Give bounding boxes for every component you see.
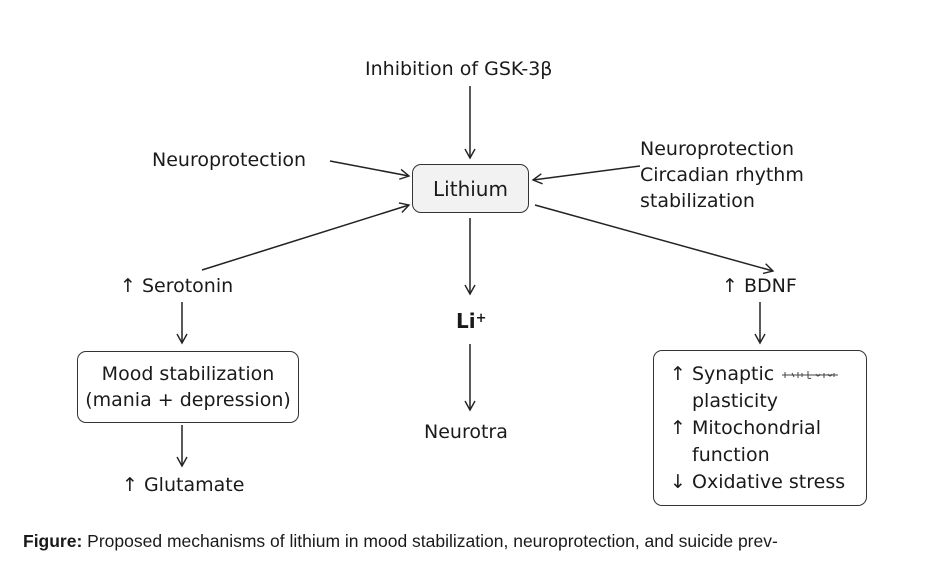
glutamate-node: ↑ Glutamate	[122, 474, 245, 496]
mood-line-2: (mania + depression)	[85, 389, 291, 411]
bdnf-effects-node: ↑ Synaptic plasticity ↑ Mitochondrial func…	[653, 350, 867, 506]
figure-caption: Figure: Proposed mechanisms of lithium i…	[23, 531, 778, 552]
lithium-node: Lithium	[412, 164, 529, 213]
effect-synaptic-line-1: Synaptic	[692, 363, 775, 385]
serotonin-node: ↑ Serotonin	[120, 275, 234, 297]
right-input-label: Neuroprotection Circadian rhythm stabili…	[640, 136, 804, 214]
up-arrow-icon: ↑	[670, 417, 686, 439]
mood-line-1: Mood stabilization	[101, 363, 275, 385]
gsk3b-inhibition-label: Inhibition of GSK-3β	[365, 58, 553, 80]
arrow-neuroprotection-left-to-lithium	[329, 160, 411, 180]
right-input-line-1: Neuroprotection	[640, 138, 795, 160]
li-plus-base: Li	[456, 309, 476, 333]
effect-mitochondrial: ↑ Mitochondrial	[670, 415, 866, 442]
effect-oxidative-line-1: Oxidative stress	[692, 471, 846, 493]
arrow-serotonin-to-lithium	[201, 202, 411, 271]
down-arrow-icon: ↓	[670, 471, 686, 493]
up-arrow-icon: ↑	[670, 363, 686, 385]
effect-oxidative: ↓ Oxidative stress	[670, 469, 866, 496]
arrow-neuroprotection-right-to-lithium	[531, 165, 641, 185]
effect-mitochondrial-line-2: function	[692, 444, 770, 466]
effect-mitochondrial-line-1: Mitochondrial	[692, 417, 821, 439]
caption-label: Figure:	[23, 531, 83, 551]
li-plus-node: Li+	[456, 307, 487, 333]
effect-synaptic-line-2: plasticity	[692, 390, 779, 412]
effect-synaptic: ↑ Synaptic	[670, 361, 866, 388]
bdnf-node: ↑ BDNF	[722, 275, 797, 297]
lithium-label: Lithium	[433, 176, 508, 201]
neurotra-node: Neurotra	[424, 421, 508, 443]
arrow-lithium-to-bdnf	[534, 204, 775, 275]
caption-text: Proposed mechanisms of lithium in mood s…	[82, 531, 778, 551]
neuroprotection-left-label: Neuroprotection	[152, 149, 307, 171]
mood-stabilization-node: Mood stabilization (mania + depression)	[77, 351, 299, 423]
li-plus-charge: +	[475, 311, 487, 326]
scribble-mark-icon	[782, 370, 839, 379]
right-input-line-2: Circadian rhythm	[640, 164, 804, 186]
right-input-line-3: stabilization	[640, 190, 755, 212]
